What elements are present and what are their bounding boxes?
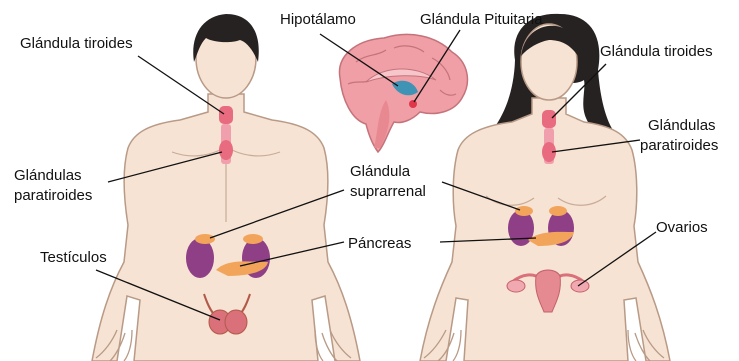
male-right-adrenal bbox=[243, 234, 263, 244]
female-right-ovary bbox=[571, 280, 589, 292]
label-female-parathyroid-line1: Glándulas bbox=[648, 117, 716, 134]
male-left-adrenal bbox=[195, 234, 215, 244]
female-left-adrenal bbox=[515, 206, 533, 216]
label-female-parathyroid-line2: paratiroides bbox=[640, 137, 718, 154]
label-adrenal-line1: Glándula bbox=[350, 163, 411, 180]
female-left-ovary bbox=[507, 280, 525, 292]
label-male-parathyroid-line1: Glándulas bbox=[14, 167, 82, 184]
female-thyroid-gland bbox=[542, 110, 556, 128]
label-male-parathyroid-line2: paratiroides bbox=[14, 187, 92, 204]
male-thyroid-gland bbox=[219, 106, 233, 124]
label-pituitary: Glándula Pituitaria bbox=[420, 11, 543, 28]
male-parathyroid-gland bbox=[219, 140, 233, 160]
label-hypothalamus: Hipotálamo bbox=[280, 11, 356, 28]
male-figure bbox=[92, 14, 360, 361]
brain-illustration bbox=[339, 34, 467, 152]
label-adrenal-line2: suprarrenal bbox=[350, 183, 426, 200]
male-right-testis bbox=[225, 310, 247, 334]
label-female-thyroid: Glándula tiroides bbox=[600, 43, 713, 60]
label-ovaries: Ovarios bbox=[656, 219, 708, 236]
label-male-thyroid: Glándula tiroides bbox=[20, 35, 133, 52]
male-left-kidney bbox=[186, 238, 214, 278]
label-pancreas: Páncreas bbox=[348, 235, 411, 252]
label-testes: Testículos bbox=[40, 249, 107, 266]
female-right-adrenal bbox=[549, 206, 567, 216]
pituitary-gland bbox=[409, 100, 417, 108]
